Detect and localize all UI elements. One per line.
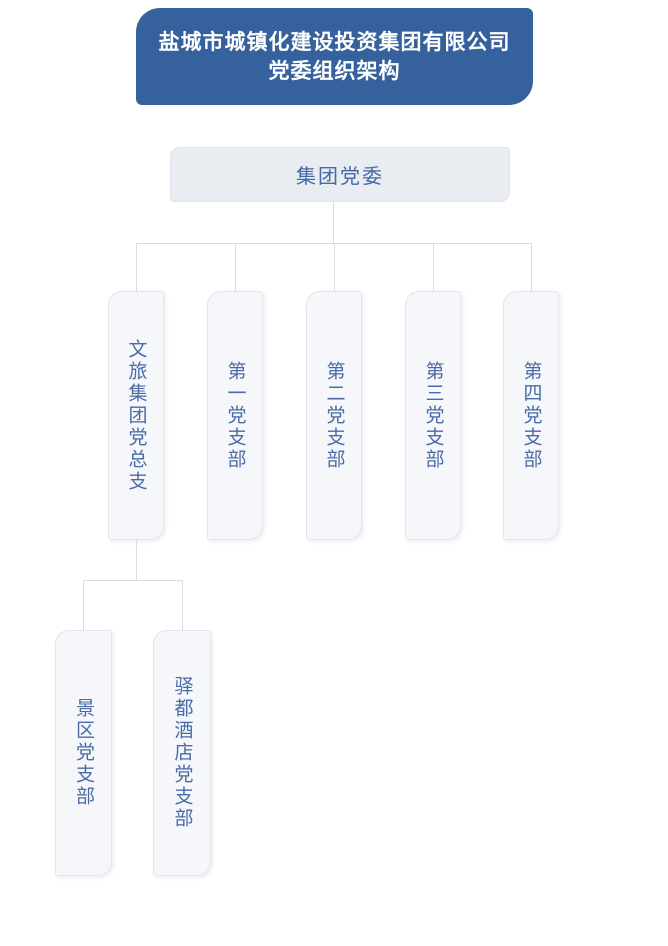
node-second-party-branch: 第二党支部 — [306, 291, 362, 540]
node-fourth-party-branch: 第四党支部 — [503, 291, 559, 540]
node-culture-tourism-general-branch: 文旅集团党总支 — [108, 291, 164, 540]
node-scenic-area-party-branch: 景区党支部 — [55, 630, 112, 876]
connector-root-down — [333, 202, 334, 244]
connector-level1-stub-3 — [334, 243, 335, 291]
connector-level1-stub-5 — [531, 243, 532, 291]
node-label: 驿都酒店党支部 — [171, 676, 193, 830]
node-group-party-committee: 集团党委 — [170, 147, 510, 202]
connector-level1-stub-4 — [433, 243, 434, 291]
connector-level1-stub-2 — [235, 243, 236, 291]
node-label: 第二党支部 — [323, 360, 345, 471]
connector-level2-stub-1 — [83, 580, 84, 630]
connector-level2-horizontal — [83, 580, 183, 581]
node-third-party-branch: 第三党支部 — [405, 291, 461, 540]
chart-title-banner: 盐城市城镇化建设投资集团有限公司 党委组织架构 — [136, 8, 533, 105]
connector-level2-stub-2 — [182, 580, 183, 630]
connector-level1-stub-1 — [136, 243, 137, 291]
connector-wenlv-down — [136, 540, 137, 581]
node-label: 第一党支部 — [224, 360, 246, 471]
node-label: 景区党支部 — [73, 698, 94, 808]
node-label: 第三党支部 — [422, 360, 444, 471]
node-yidu-hotel-party-branch: 驿都酒店党支部 — [153, 630, 211, 876]
chart-title-line1: 盐城市城镇化建设投资集团有限公司 — [158, 30, 511, 54]
node-label: 第四党支部 — [520, 360, 542, 471]
node-first-party-branch: 第一党支部 — [207, 291, 263, 540]
node-label: 文旅集团党总支 — [125, 338, 147, 493]
chart-title-line2: 党委组织架构 — [268, 59, 401, 83]
